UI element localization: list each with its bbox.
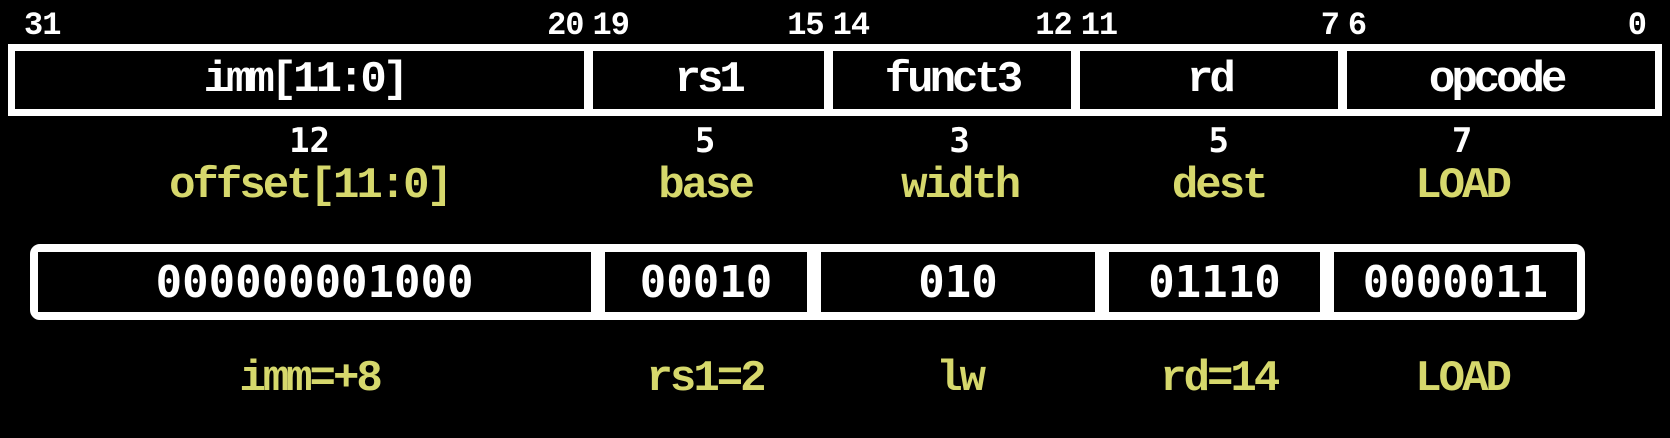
binary-cell-imm: 000000001000 [38,252,592,312]
binary-value: 000000001000 [155,256,474,308]
bit-range-rd: 11 7 [1072,7,1340,44]
width-bits-label: 5 [1208,121,1229,161]
bit-low-label: 7 [1320,7,1340,44]
bit-high-label: 31 [24,7,61,44]
width-bits-label: 7 [1451,121,1473,161]
field-meaning-label: dest [1171,161,1269,211]
meaning-col-funct3: 3 width [807,122,1098,212]
field-cell-opcode: opcode [1338,51,1645,109]
width-bits-label: 3 [949,121,970,161]
field-name-label: rd [1186,55,1236,105]
field-name-cells: imm[11:0] rs1 funct3 rd opcode [15,51,1655,109]
field-meaning-label: base [658,161,755,211]
field-meaning-row: 12 offset[11:0] 5 base 3 width 5 dest 7 … [30,122,1585,212]
bit-range-funct3: 14 12 [824,7,1073,44]
decoded-value-imm: imm=+8 [239,354,382,404]
bit-range-rs1: 19 15 [583,7,824,44]
binary-value: 0000011 [1362,256,1549,308]
decoded-value-opcode: LOAD [1415,354,1512,404]
field-cell-rs1: rs1 [583,51,824,109]
decoded-value-funct3: lw [936,354,986,404]
bit-low-label: 12 [1035,7,1072,44]
decoded-value-row: imm=+8 rs1=2 lw rd=14 LOAD [30,354,1585,404]
binary-cell-opcode: 0000011 [1319,252,1578,312]
field-name-label: funct3 [884,55,1023,105]
bit-number-row: 31 20 19 15 14 12 11 7 6 0 [8,8,1662,44]
field-name-label: rs1 [674,55,746,105]
binary-cell-rd: 01110 [1095,252,1320,312]
meaning-col-opcode: 7 LOAD [1325,122,1585,212]
meaning-col-rd: 5 dest [1098,122,1325,212]
field-cell-rd: rd [1071,51,1339,109]
field-cell-imm: imm[11:0] [25,51,584,109]
bit-high-label: 6 [1347,7,1367,44]
field-name-label: opcode [1428,55,1567,105]
field-meaning-label: LOAD [1415,161,1512,211]
binary-cell-rs1: 00010 [591,252,807,312]
field-cell-funct3: funct3 [823,51,1072,109]
field-meaning-label: offset[11:0] [169,161,453,211]
binary-value-cells: 000000001000 00010 010 01110 0000011 [38,252,1578,312]
bit-low-label: 20 [547,7,584,44]
bit-range-imm: 31 20 [24,7,584,44]
width-bits-label: 5 [694,121,716,161]
bit-high-label: 19 [592,7,629,44]
bit-low-label: 0 [1627,7,1647,44]
binary-cell-funct3: 010 [806,252,1096,312]
binary-value: 010 [918,256,998,308]
meaning-col-rs1: 5 base [589,122,807,212]
bit-high-label: 14 [832,7,870,44]
field-meaning-label: width [901,161,1021,211]
decoded-value-rs1: rs1=2 [646,354,767,404]
binary-value: 01110 [1148,256,1281,308]
field-name-label: imm[11:0] [203,55,410,105]
binary-value: 00010 [639,256,773,308]
bit-range-opcode: 6 0 [1339,7,1647,44]
bit-low-label: 15 [787,7,824,44]
binary-value-row: 000000001000 00010 010 01110 0000011 [30,244,1585,320]
field-name-row: imm[11:0] rs1 funct3 rd opcode [8,44,1662,116]
bit-high-label: 11 [1080,7,1118,44]
meaning-col-imm: 12 offset[11:0] [30,122,589,212]
decoded-value-rd: rd=14 [1160,354,1280,404]
width-bits-label: 12 [289,121,331,161]
